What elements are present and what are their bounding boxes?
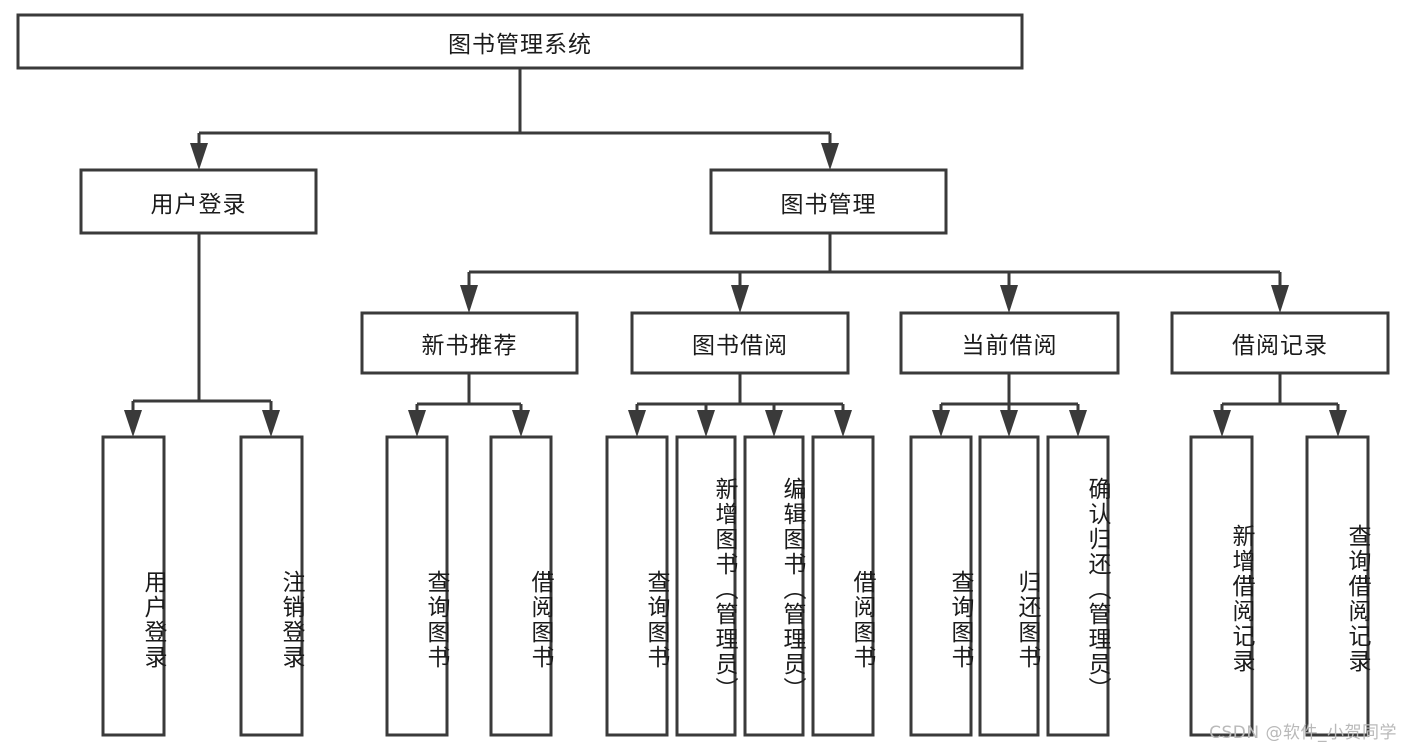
node-leaf-logout-login-box[interactable] [239,435,304,737]
edges-group [124,68,1347,437]
nodes-group [16,13,1390,737]
node-book-borrow-box[interactable] [630,311,850,375]
arrow-user-login [190,143,208,170]
node-user-login-box[interactable] [79,168,318,235]
arrow-leaf-user-login [124,410,142,437]
arrow-leaf-return-book [1000,410,1018,437]
node-current-borrow-box[interactable] [899,311,1120,375]
arrow-leaf-query-borrow-record [1329,410,1347,437]
node-leaf-query-book-2-box[interactable] [605,435,669,737]
node-leaf-add-book-box[interactable] [675,435,737,737]
arrow-leaf-add-borrow-record [1213,410,1231,437]
node-leaf-query-book-3-box[interactable] [909,435,973,737]
arrow-current-borrow [1000,285,1018,313]
arrow-leaf-edit-book [765,410,783,437]
node-root-box[interactable] [16,13,1024,70]
node-leaf-user-login-box[interactable] [101,435,166,737]
node-leaf-query-borrow-record-box[interactable] [1305,435,1370,737]
arrow-borrow-record [1271,285,1289,313]
arrow-book-borrow [731,285,749,313]
node-borrow-record-box[interactable] [1170,311,1390,375]
arrow-leaf-borrow-book-1 [512,410,530,437]
node-leaf-query-book-1-box[interactable] [385,435,449,737]
node-book-manage-box[interactable] [709,168,948,235]
arrow-leaf-query-book-2 [628,410,646,437]
arrow-leaf-borrow-book-2 [834,410,852,437]
arrow-leaf-logout-login [262,410,280,437]
arrow-new-book-recommend [460,285,478,313]
node-leaf-borrow-book-2-box[interactable] [811,435,875,737]
csdn-watermark: CSDN @软件_小贺同学 [1209,723,1397,743]
arrow-leaf-confirm-return [1069,410,1087,437]
node-new-book-recommend-box[interactable] [360,311,579,375]
node-leaf-add-borrow-record-box[interactable] [1189,435,1254,737]
node-leaf-confirm-return-box[interactable] [1046,435,1110,737]
node-leaf-borrow-book-1-box[interactable] [489,435,553,737]
arrow-book-manage [821,143,839,170]
node-leaf-edit-book-box[interactable] [743,435,805,737]
arrow-leaf-query-book-3 [932,410,950,437]
arrow-leaf-add-book [697,410,715,437]
arrow-leaf-query-book-1 [408,410,426,437]
node-leaf-return-book-box[interactable] [978,435,1040,737]
